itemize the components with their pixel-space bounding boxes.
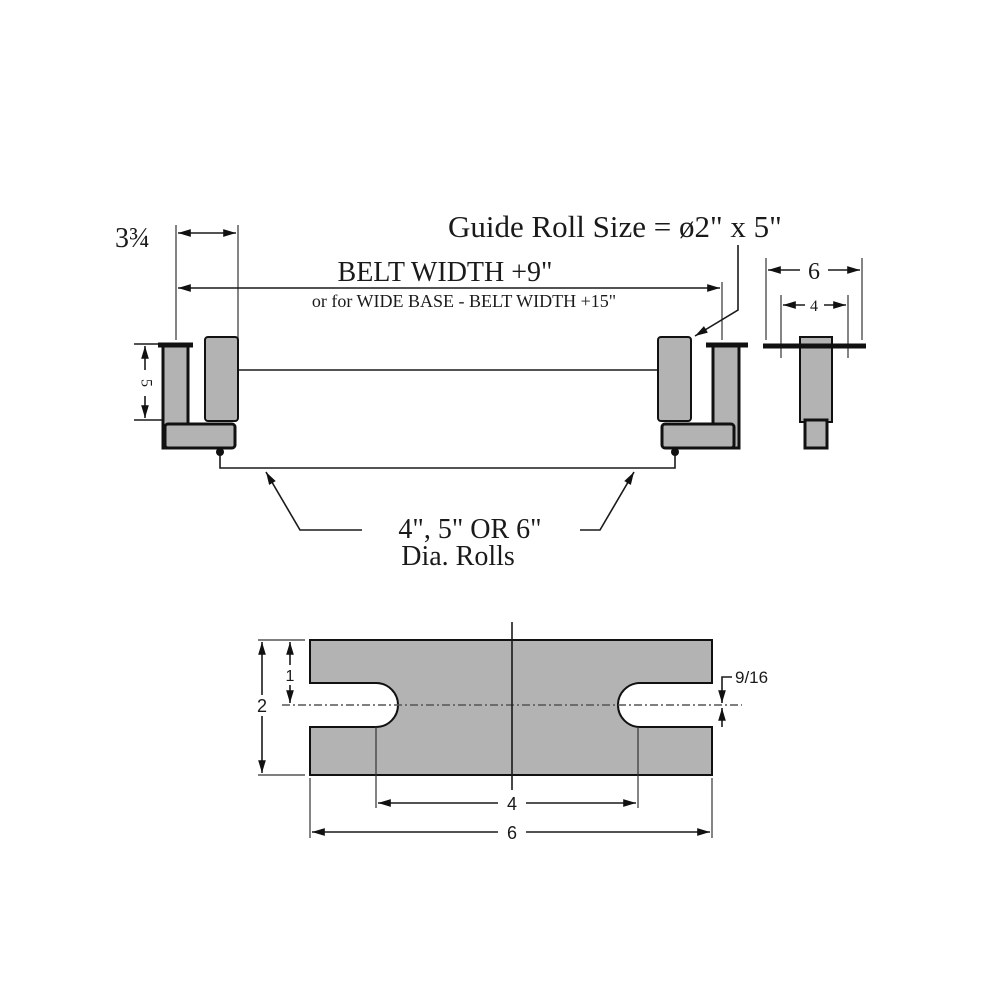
rolls-leader-left [265, 471, 362, 531]
belt-width-dimension: BELT WIDTH +9" or for WIDE BASE - BELT W… [178, 257, 723, 340]
offset-label: 3¾ [115, 223, 150, 254]
plate-width-label: 6 [507, 823, 517, 843]
offset-dimension: 3¾ [115, 223, 239, 340]
wide-base-label: or for WIDE BASE - BELT WIDTH +15" [312, 291, 616, 311]
plate-view: 4 6 2 1 9/16 [257, 622, 768, 843]
right-guide-assembly [657, 336, 748, 456]
height-dimension: 5 [134, 343, 165, 421]
right-guide-roll [657, 336, 692, 422]
carry-roll-outline [219, 450, 676, 469]
rolls-leader-right [580, 471, 635, 531]
belt-line [221, 369, 673, 422]
rolls-label-line2: Dia. Rolls [401, 541, 515, 572]
side-view: 6 4 [763, 258, 866, 450]
left-guide-assembly [158, 336, 239, 456]
guide-roll-leader [694, 245, 739, 337]
half-height-label: 1 [286, 668, 295, 685]
guide-roll-label: Guide Roll Size = ø2" x 5" [448, 209, 782, 244]
slot-width-label: 9/16 [735, 668, 768, 687]
rolls-label: 4", 5" OR 6" [398, 514, 541, 545]
height-label: 5 [137, 379, 154, 387]
side-inner-label: 4 [810, 298, 818, 315]
left-bracket [163, 422, 237, 450]
left-guide-roll [204, 336, 239, 422]
slotted-plate [309, 639, 713, 776]
side-outer-label: 6 [808, 259, 820, 285]
right-bracket [660, 422, 736, 450]
plate-height-label: 2 [257, 696, 267, 716]
side-guide-roll [799, 336, 833, 423]
slot-spacing-label: 4 [507, 794, 517, 814]
belt-width-label: BELT WIDTH +9" [338, 257, 553, 288]
